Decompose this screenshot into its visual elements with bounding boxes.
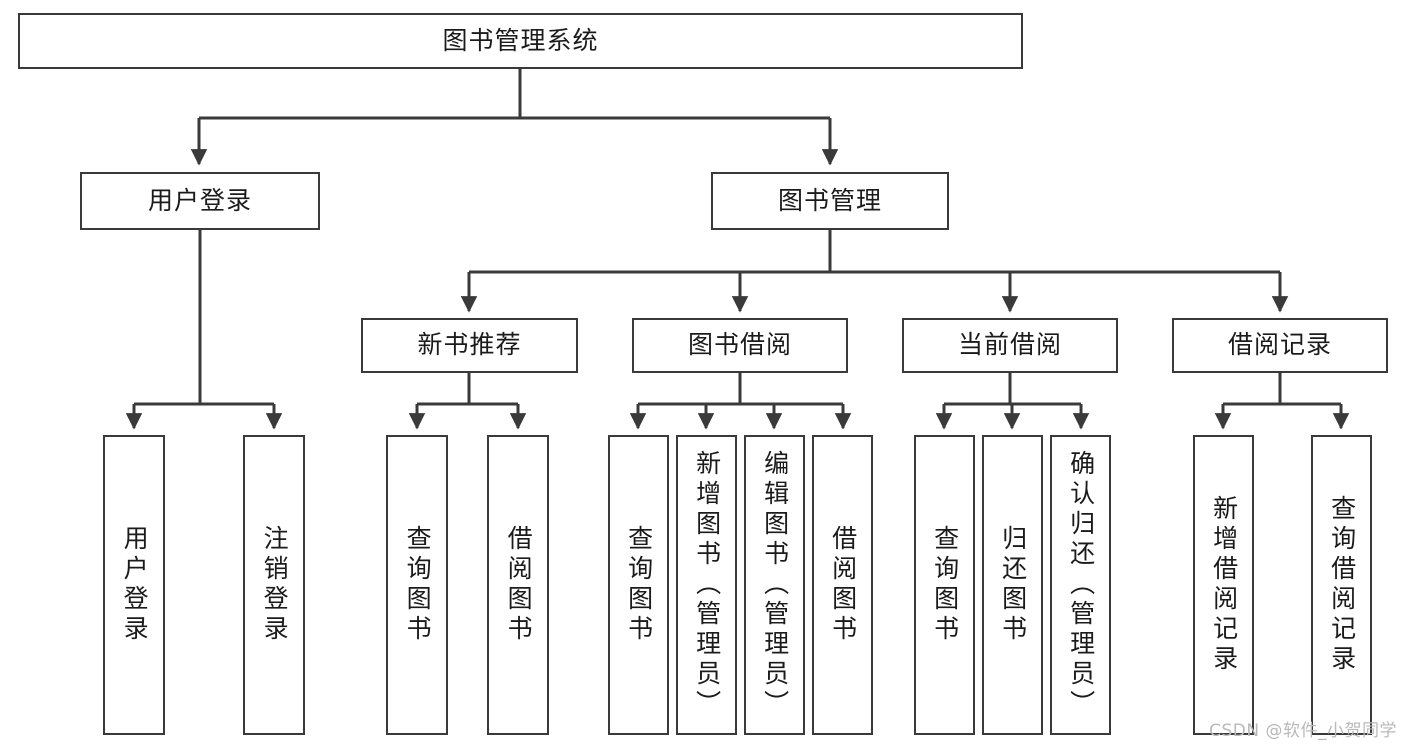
node-leaf-current-confirm-return[interactable]: 确认归还（管理员） [1050,435,1111,735]
node-current-borrow[interactable]: 当前借阅 [902,318,1118,373]
node-leaf-current-return-label: 归还图书 [998,525,1028,645]
node-borrow-record-label: 借阅记录 [1227,330,1332,360]
node-leaf-newbook-borrow-label: 借阅图书 [504,525,534,645]
node-leaf-user-logout[interactable]: 注销登录 [243,435,305,735]
node-leaf-newbook-query[interactable]: 查询图书 [386,435,448,735]
node-root-system[interactable]: 图书管理系统 [18,13,1023,69]
node-leaf-bookborrow-query-label: 查询图书 [624,525,654,645]
node-leaf-newbook-query-label: 查询图书 [403,525,433,645]
edges-level-1 [190,69,839,166]
edges-user-login-branch [125,230,283,430]
node-book-borrow[interactable]: 图书借阅 [632,318,848,373]
node-leaf-bookborrow-edit-label: 编辑图书（管理员） [760,450,790,720]
node-borrow-record[interactable]: 借阅记录 [1172,318,1388,373]
edges-current-borrow-branch [935,373,1090,430]
node-book-borrow-label: 图书借阅 [687,330,792,360]
node-leaf-bookborrow-edit[interactable]: 编辑图书（管理员） [744,435,805,735]
node-leaf-current-query-label: 查询图书 [930,525,960,645]
node-book-management-label: 图书管理 [777,185,882,215]
node-leaf-user-login[interactable]: 用户登录 [103,435,165,735]
node-new-book-recommend[interactable]: 新书推荐 [361,318,578,373]
node-leaf-user-login-label: 用户登录 [120,525,150,645]
node-current-borrow-label: 当前借阅 [957,330,1062,360]
node-leaf-current-query[interactable]: 查询图书 [914,435,975,735]
node-leaf-current-return[interactable]: 归还图书 [982,435,1043,735]
node-leaf-bookborrow-borrow[interactable]: 借阅图书 [812,435,873,735]
node-leaf-newbook-borrow[interactable]: 借阅图书 [487,435,549,735]
edges-level-2 [460,230,1289,313]
node-leaf-record-add-label: 新增借阅记录 [1209,495,1239,675]
node-leaf-bookborrow-query[interactable]: 查询图书 [608,435,669,735]
edges-borrow-record-branch [1214,373,1350,430]
node-user-login[interactable]: 用户登录 [80,172,320,230]
node-leaf-bookborrow-add[interactable]: 新增图书（管理员） [676,435,737,735]
node-new-book-recommend-label: 新书推荐 [417,330,522,360]
node-book-management[interactable]: 图书管理 [711,172,949,230]
node-leaf-bookborrow-add-label: 新增图书（管理员） [692,450,722,720]
node-leaf-record-query[interactable]: 查询借阅记录 [1311,435,1372,735]
node-user-login-label: 用户登录 [147,185,252,215]
edges-new-book-branch [408,373,527,430]
node-leaf-current-confirm-return-label: 确认归还（管理员） [1066,450,1096,720]
node-leaf-record-query-label: 查询借阅记录 [1327,495,1357,675]
node-leaf-bookborrow-borrow-label: 借阅图书 [828,525,858,645]
node-leaf-record-add[interactable]: 新增借阅记录 [1193,435,1254,735]
node-root-system-label: 图书管理系统 [442,25,599,55]
node-leaf-user-logout-label: 注销登录 [260,525,290,645]
edges-book-borrow-branch [629,373,852,430]
